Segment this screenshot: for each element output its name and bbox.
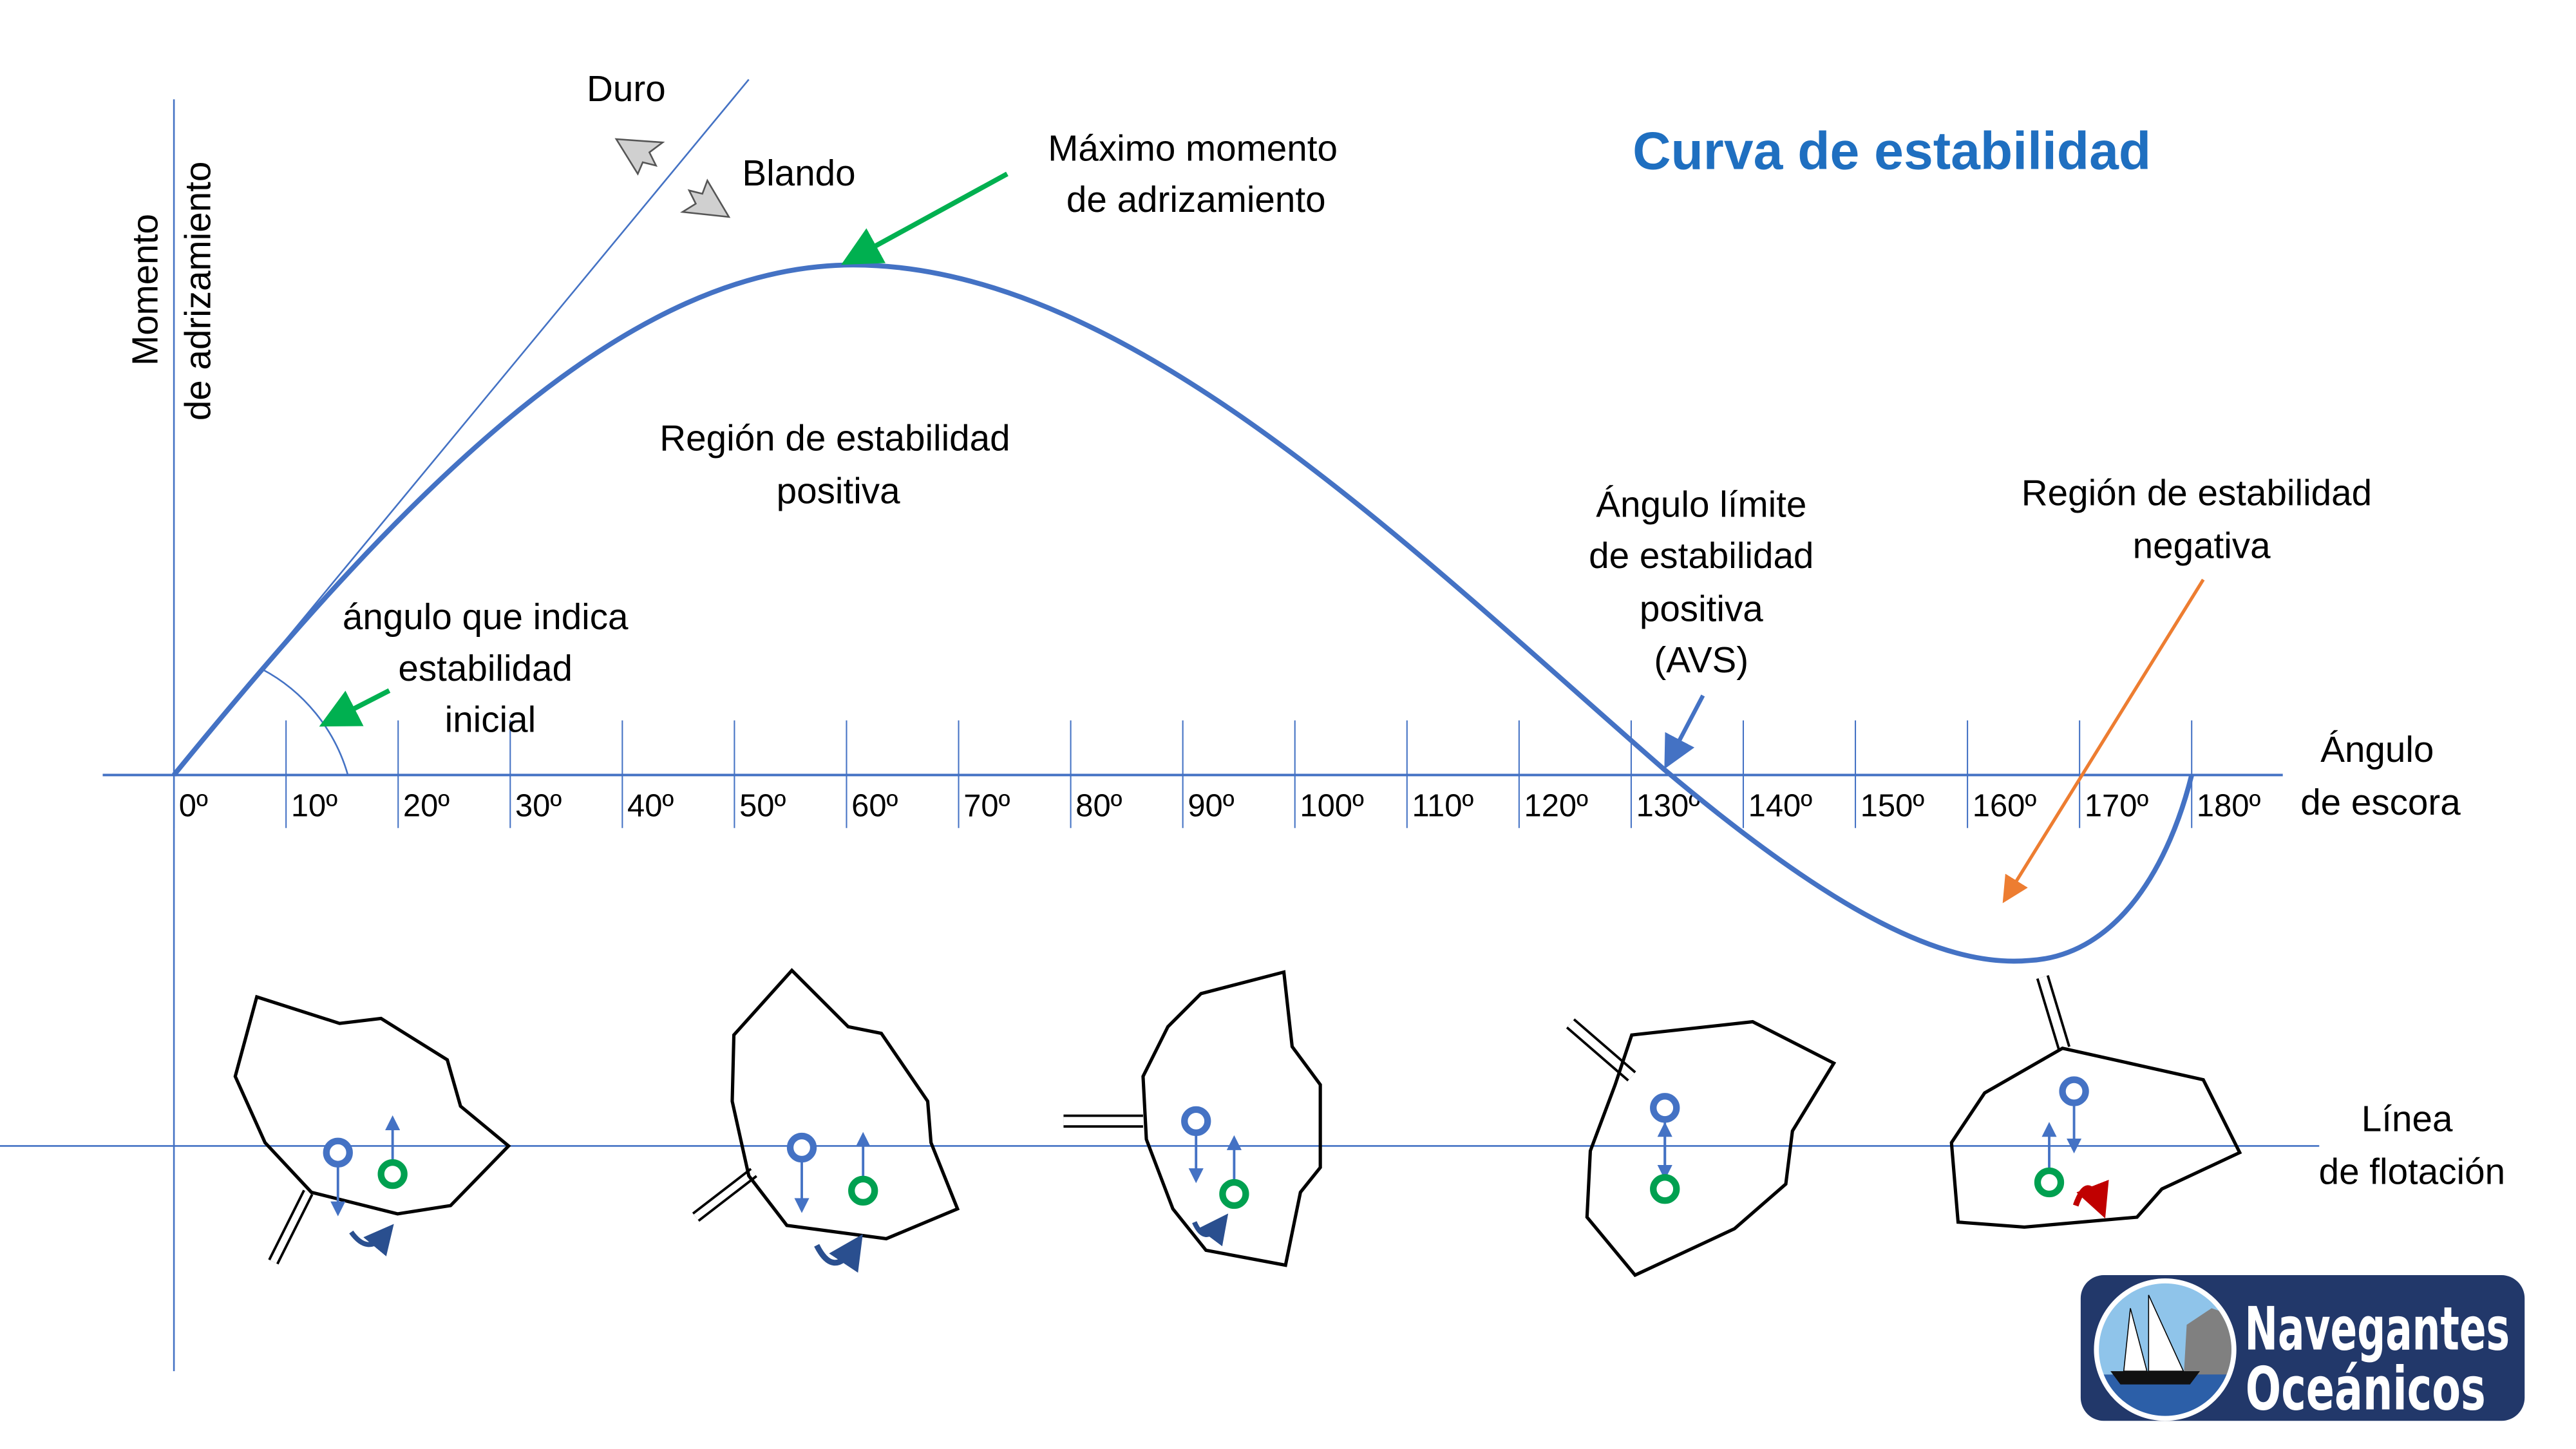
tick-label: 140º [1748,789,1813,824]
label-avs-4: (AVS) [1654,639,1748,680]
tick-label: 130º [1636,789,1701,824]
capsizing-arrow-icon [2072,1179,2109,1219]
logo-text-line1: Navegantes [2245,1294,2510,1364]
righting-arrow-icon [349,1224,394,1256]
righting-arrow-icon [1192,1213,1229,1247]
tick-label: 160º [1973,789,2037,824]
initial-angle-arc [261,668,349,775]
tick-label: 110º [1412,789,1473,824]
label-avs-3: positiva [1640,588,1763,629]
boat-section-5 [1949,975,2242,1229]
label-max-moment-1: Máximo momento [1048,128,1338,168]
tick-label: 0º [179,789,208,824]
gravity-center-icon [1650,1093,1680,1123]
label-initial-angle-1: ángulo que indica [343,596,629,637]
boat-section-4 [1566,1018,1837,1278]
label-positive-region-1: Región de estabilidad [659,417,1010,458]
label-negative-region-1: Región de estabilidad [2022,472,2372,513]
buoyancy-center-icon [1219,1179,1249,1209]
gravity-center-icon [2059,1076,2089,1106]
logo-text-line2: Oceánicos [2246,1354,2486,1423]
diagram-title: Curva de estabilidad [1633,121,2151,180]
pointer-initial-angle [319,688,391,727]
tick-label: 100º [1300,789,1364,824]
pointer-negative-region [2002,578,2205,904]
tick-label: 60º [851,789,898,824]
label-duro: Duro [587,68,666,109]
gravity-center-icon [323,1137,353,1168]
label-max-moment-2: de adrizamiento [1066,179,1326,220]
label-positive-region-2: positiva [777,471,900,511]
tick-label: 50º [739,789,786,824]
arrow-blando-icon [679,178,731,218]
arrow-duro-icon [614,138,665,176]
boat-section-2 [692,968,960,1273]
buoyancy-center-icon [1650,1174,1680,1204]
tick-label: 120º [1524,789,1589,824]
pointer-avs [1664,694,1705,770]
buoyancy-center-icon [377,1159,408,1189]
label-initial-angle-3: inicial [445,699,536,740]
tick-label: 170º [2085,789,2149,824]
label-waterline-2: de flotación [2319,1151,2505,1192]
tick-label: 90º [1188,789,1234,824]
tick-label: 180º [2197,789,2261,824]
tick-label: 150º [1861,789,1925,824]
label-initial-angle-2: estabilidad [398,648,573,688]
buoyancy-center-icon [2034,1167,2065,1198]
label-waterline-1: Línea [2362,1098,2453,1139]
gravity-center-icon [1181,1106,1211,1136]
gravity-center-icon [786,1132,817,1163]
buoyancy-center-icon [848,1175,878,1206]
boat-section-3 [1063,970,1322,1267]
svg-text:de adrizamiento: de adrizamiento [178,162,218,421]
pointer-max-moment [841,171,1009,265]
label-avs-1: Ángulo límite [1596,484,1806,524]
logo: Navegantes Oceánicos [2080,1275,2525,1423]
righting-arrow-icon [814,1234,863,1273]
tick-label: 80º [1075,789,1122,824]
tick-label: 10º [291,789,337,824]
stability-curve [172,262,2194,964]
svg-text:Momento: Momento [124,214,165,366]
tick-label: 30º [515,789,562,824]
boat-section-1 [233,994,511,1265]
y-axis-label: Momento de adrizamiento [124,162,218,421]
label-negative-region-2: negativa [2133,526,2271,566]
tick-label: 40º [627,789,674,824]
x-ticks: 0º 10º 20º 30º 40º 50º 60º 70º 80º 90º 100º 110º 120… [173,720,2261,828]
tick-label: 20º [403,789,450,824]
label-avs-2: de estabilidad [1589,535,1814,576]
label-blando: Blando [742,153,855,193]
x-axis-label-line2: de escora [2300,782,2461,822]
x-axis-label-line1: Ángulo [2320,729,2434,770]
tick-label: 70º [963,789,1010,824]
